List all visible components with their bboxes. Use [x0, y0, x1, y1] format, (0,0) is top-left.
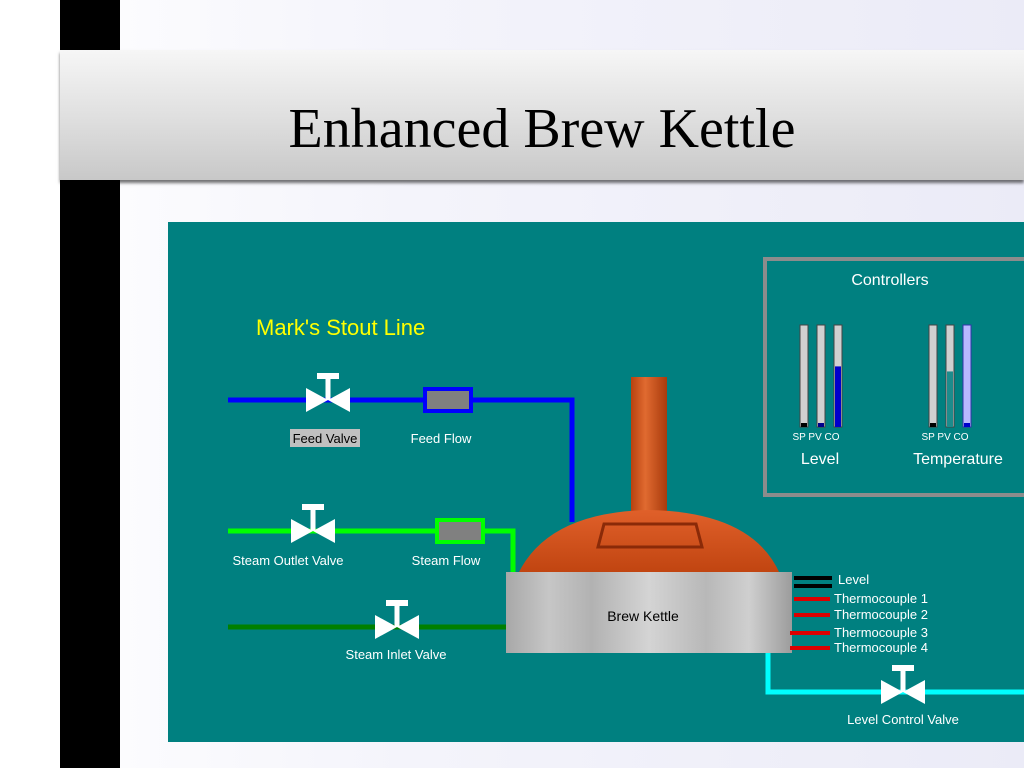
- level-controller[interactable]: SP PV CO Level: [792, 324, 843, 468]
- feed-valve-label-bg: [290, 429, 360, 447]
- process-diagram: Mark's Stout Line Feed Valve Feed Flow S…: [168, 222, 1024, 742]
- sensor-level[interactable]: Level: [794, 572, 869, 588]
- brew-kettle[interactable]: Brew Kettle: [506, 377, 792, 653]
- temperature-sp-bar: [928, 324, 938, 428]
- controllers-panel: Controllers SP PV CO Level SP P: [763, 257, 1024, 497]
- steam-flow-label: Steam Flow: [412, 553, 481, 568]
- steam-inlet-valve-label: Steam Inlet Valve: [346, 647, 447, 662]
- temperature-controller[interactable]: SP PV CO Temperature: [913, 324, 1003, 468]
- steam-outlet-valve[interactable]: [291, 504, 335, 543]
- sensor-label: Thermocouple 1: [834, 591, 928, 606]
- steam-flow-meter[interactable]: [435, 518, 485, 544]
- kettle-manway: [596, 522, 704, 549]
- slide-title: Enhanced Brew Kettle: [288, 98, 796, 160]
- kettle-body: [506, 572, 792, 653]
- feed-valve[interactable]: [306, 373, 350, 412]
- level-sp-bar: [799, 324, 809, 428]
- feed-flow-meter[interactable]: [423, 387, 473, 413]
- sensor-thermocouple-2[interactable]: Thermocouple 2: [794, 607, 928, 622]
- temperature-pv-fill: [947, 371, 953, 427]
- level-control-valve[interactable]: [881, 665, 925, 704]
- sensor-label: Thermocouple 2: [834, 607, 928, 622]
- feed-flow-label: Feed Flow: [411, 431, 472, 446]
- level-controller-name: Level: [801, 451, 839, 468]
- feed-valve-label[interactable]: Feed Valve: [293, 431, 358, 446]
- steam-outlet-valve-label: Steam Outlet Valve: [232, 553, 343, 568]
- level-control-line: [765, 652, 1024, 695]
- level-bar-labels: SP PV CO: [792, 432, 839, 443]
- level-pv-bar: [816, 324, 826, 428]
- sensor-label: Thermocouple 3: [834, 625, 928, 640]
- level-co-fill: [835, 366, 841, 427]
- temperature-bar-labels: SP PV CO: [921, 432, 968, 443]
- title-band: Enhanced Brew Kettle: [60, 50, 1024, 180]
- level-control-valve-label: Level Control Valve: [847, 712, 959, 727]
- slide-left-margin: [0, 0, 60, 768]
- kettle-dome: [518, 510, 780, 574]
- temperature-controller-name: Temperature: [913, 451, 1003, 468]
- line-name: Mark's Stout Line: [256, 315, 425, 340]
- sensor-thermocouple-4[interactable]: Thermocouple 4: [790, 640, 928, 655]
- sensor-thermocouple-1[interactable]: Thermocouple 1: [794, 591, 928, 606]
- feed-line: [228, 397, 575, 522]
- sensor-thermocouple-3[interactable]: Thermocouple 3: [790, 625, 928, 640]
- sensor-label: Thermocouple 4: [834, 640, 928, 655]
- steam-inlet-valve[interactable]: [375, 600, 419, 639]
- controllers-title: Controllers: [851, 272, 928, 289]
- kettle-label: Brew Kettle: [607, 608, 679, 624]
- temperature-co-bar: [962, 324, 972, 428]
- sensor-label: Level: [838, 572, 869, 587]
